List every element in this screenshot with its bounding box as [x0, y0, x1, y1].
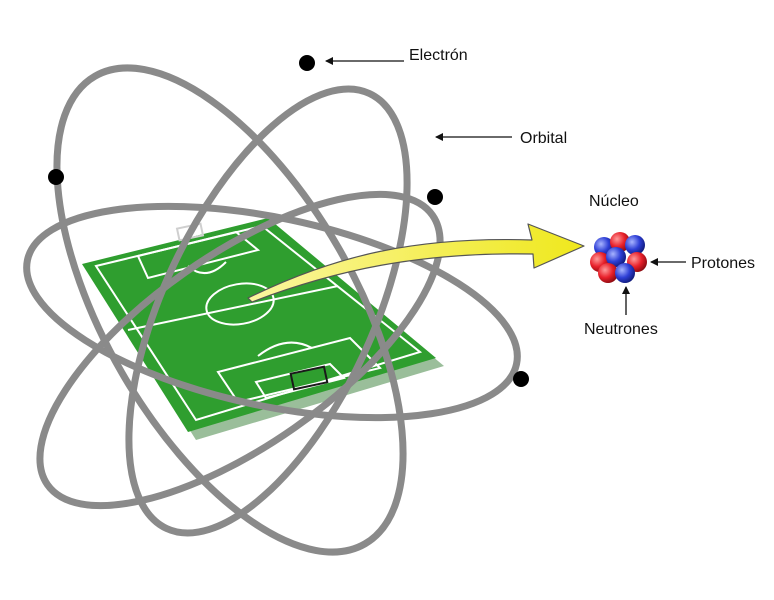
electron-dot: [427, 189, 443, 205]
electron-dot: [513, 371, 529, 387]
orbit-diagonal: [36, 190, 444, 510]
bottom-goal: [289, 365, 329, 391]
electron-dot: [48, 169, 64, 185]
proton-sphere: [598, 263, 618, 283]
neutron-sphere: [606, 247, 626, 267]
electron-label: Electrón: [409, 47, 468, 64]
center-circle: [205, 282, 275, 326]
orbit-horizontal: [23, 202, 521, 422]
label-pointers: [325, 57, 686, 315]
neutrons-label: Neutrones: [584, 321, 658, 338]
nucleus: [590, 232, 647, 283]
top-penalty-box: [136, 230, 261, 280]
bottom-penalty-arc: [257, 341, 313, 357]
neutron-sphere: [625, 235, 645, 255]
neutron-sphere: [615, 263, 635, 283]
field-markings: [94, 224, 423, 422]
orbital-label: Orbital: [520, 130, 567, 147]
orbit-left-tilt: [53, 64, 407, 556]
zoom-arrow: [247, 223, 585, 303]
electrons: [48, 55, 529, 387]
orbit-steep: [125, 85, 411, 537]
protons-label: Protones: [691, 255, 755, 272]
bottom-penalty-box: [216, 336, 382, 404]
electron-dot: [299, 55, 315, 71]
orbit-group: [23, 64, 521, 556]
halfway-line: [127, 285, 339, 331]
proton-sphere: [610, 232, 630, 252]
nucleus-label: Núcleo: [589, 193, 639, 210]
